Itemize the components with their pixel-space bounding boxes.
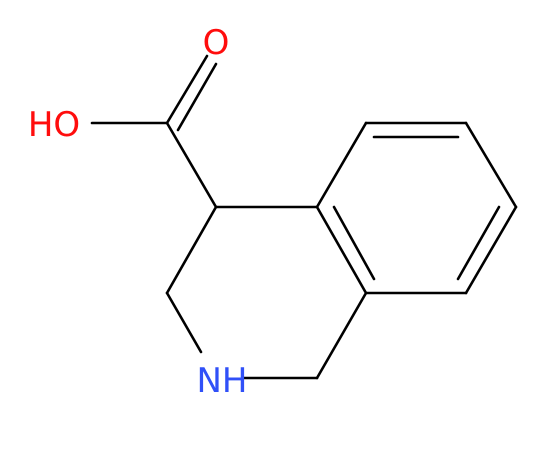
- bond-c7-c8-inner: [456, 205, 501, 281]
- bond-c7-c8: [464, 205, 518, 295]
- bond-c8a-c4a: [315, 205, 368, 295]
- bond-c4-ccooh: [165, 121, 218, 209]
- bond-c-o-double-b: [176, 62, 218, 132]
- bonds: [90, 54, 518, 380]
- bond-c1-c8a: [315, 291, 368, 380]
- bond-c6-c7: [464, 121, 518, 209]
- bond-c3-n: [165, 291, 203, 354]
- bond-c8a-c4a-inner: [332, 205, 376, 281]
- oxygen-carbonyl-label: O: [203, 23, 230, 63]
- bond-c-o-double-a: [165, 54, 209, 125]
- bond-c4a-c5: [315, 121, 368, 209]
- bond-c4-c3: [165, 205, 218, 295]
- atom-labels: O HO NH: [28, 23, 248, 401]
- nitrogen-label: NH: [197, 361, 248, 401]
- hydroxyl-label: HO: [28, 105, 80, 145]
